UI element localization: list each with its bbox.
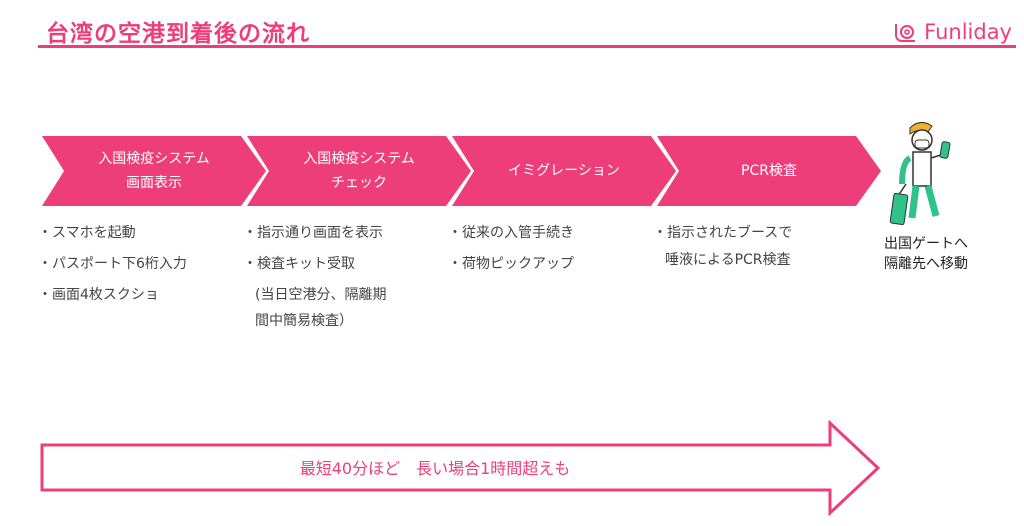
bullet-continuation: 唾液によるPCR検査 [665,252,791,268]
bullet-continuation: (当日空港分、隔離期 [255,287,387,303]
final-line-2: 隔離先へ移動 [884,256,968,272]
traveler-illustration-icon [889,122,951,226]
step-1-details: ・スマホを起動 ・パスポート下6桁入力 ・画面4枚スクショ [38,218,187,311]
step-4-details: ・指示されたブースで 唾液によるPCR検査 [653,218,792,271]
step-2-label: 入国検疫システム チェック [303,151,415,191]
final-line-1: 出国ゲートへ [884,236,968,252]
snail-logo-icon [895,24,916,42]
bullet-continuation: 間中簡易検査） [255,313,353,329]
bullet: ・荷物ピックアップ [448,256,574,272]
title-underline [38,45,1016,48]
bullet: ・検査キット受取 [243,256,355,272]
bullet: ・画面4枚スクショ [38,287,159,303]
brand-name: Funliday [924,20,1012,44]
bullet: ・指示通り画面を表示 [243,225,383,241]
step-2-details: ・指示通り画面を表示 ・検査キット受取 (当日空港分、隔離期 間中簡易検査） [243,218,386,333]
step-3-details: ・従来の入管手続き ・荷物ピックアップ [448,218,574,280]
page-title: 台湾の空港到着後の流れ [46,21,310,47]
step-4-label: PCR検査 [741,163,797,179]
final-step: 出国ゲートへ 隔離先へ移動 [858,234,994,274]
duration-label: 最短40分ほど 長い場合1時間超えも [299,459,571,478]
brand-logo: Funliday [894,20,1012,44]
duration-arrow [40,420,881,516]
step-4-chevron: PCR検査 [657,136,881,206]
step-2-chevron: 入国検疫システム チェック [247,136,471,206]
step-1-chevron: 入国検疫システム 画面表示 [42,136,266,206]
step-3-label: イミグレーション [508,163,620,179]
bullet: ・スマホを起動 [38,225,136,241]
bullet: ・従来の入管手続き [448,225,574,241]
step-3-chevron: イミグレーション [452,136,676,206]
bullet: ・指示されたブースで [653,225,793,241]
bullet: ・パスポート下6桁入力 [38,256,187,272]
step-1-label: 入国検疫システム 画面表示 [98,151,210,191]
